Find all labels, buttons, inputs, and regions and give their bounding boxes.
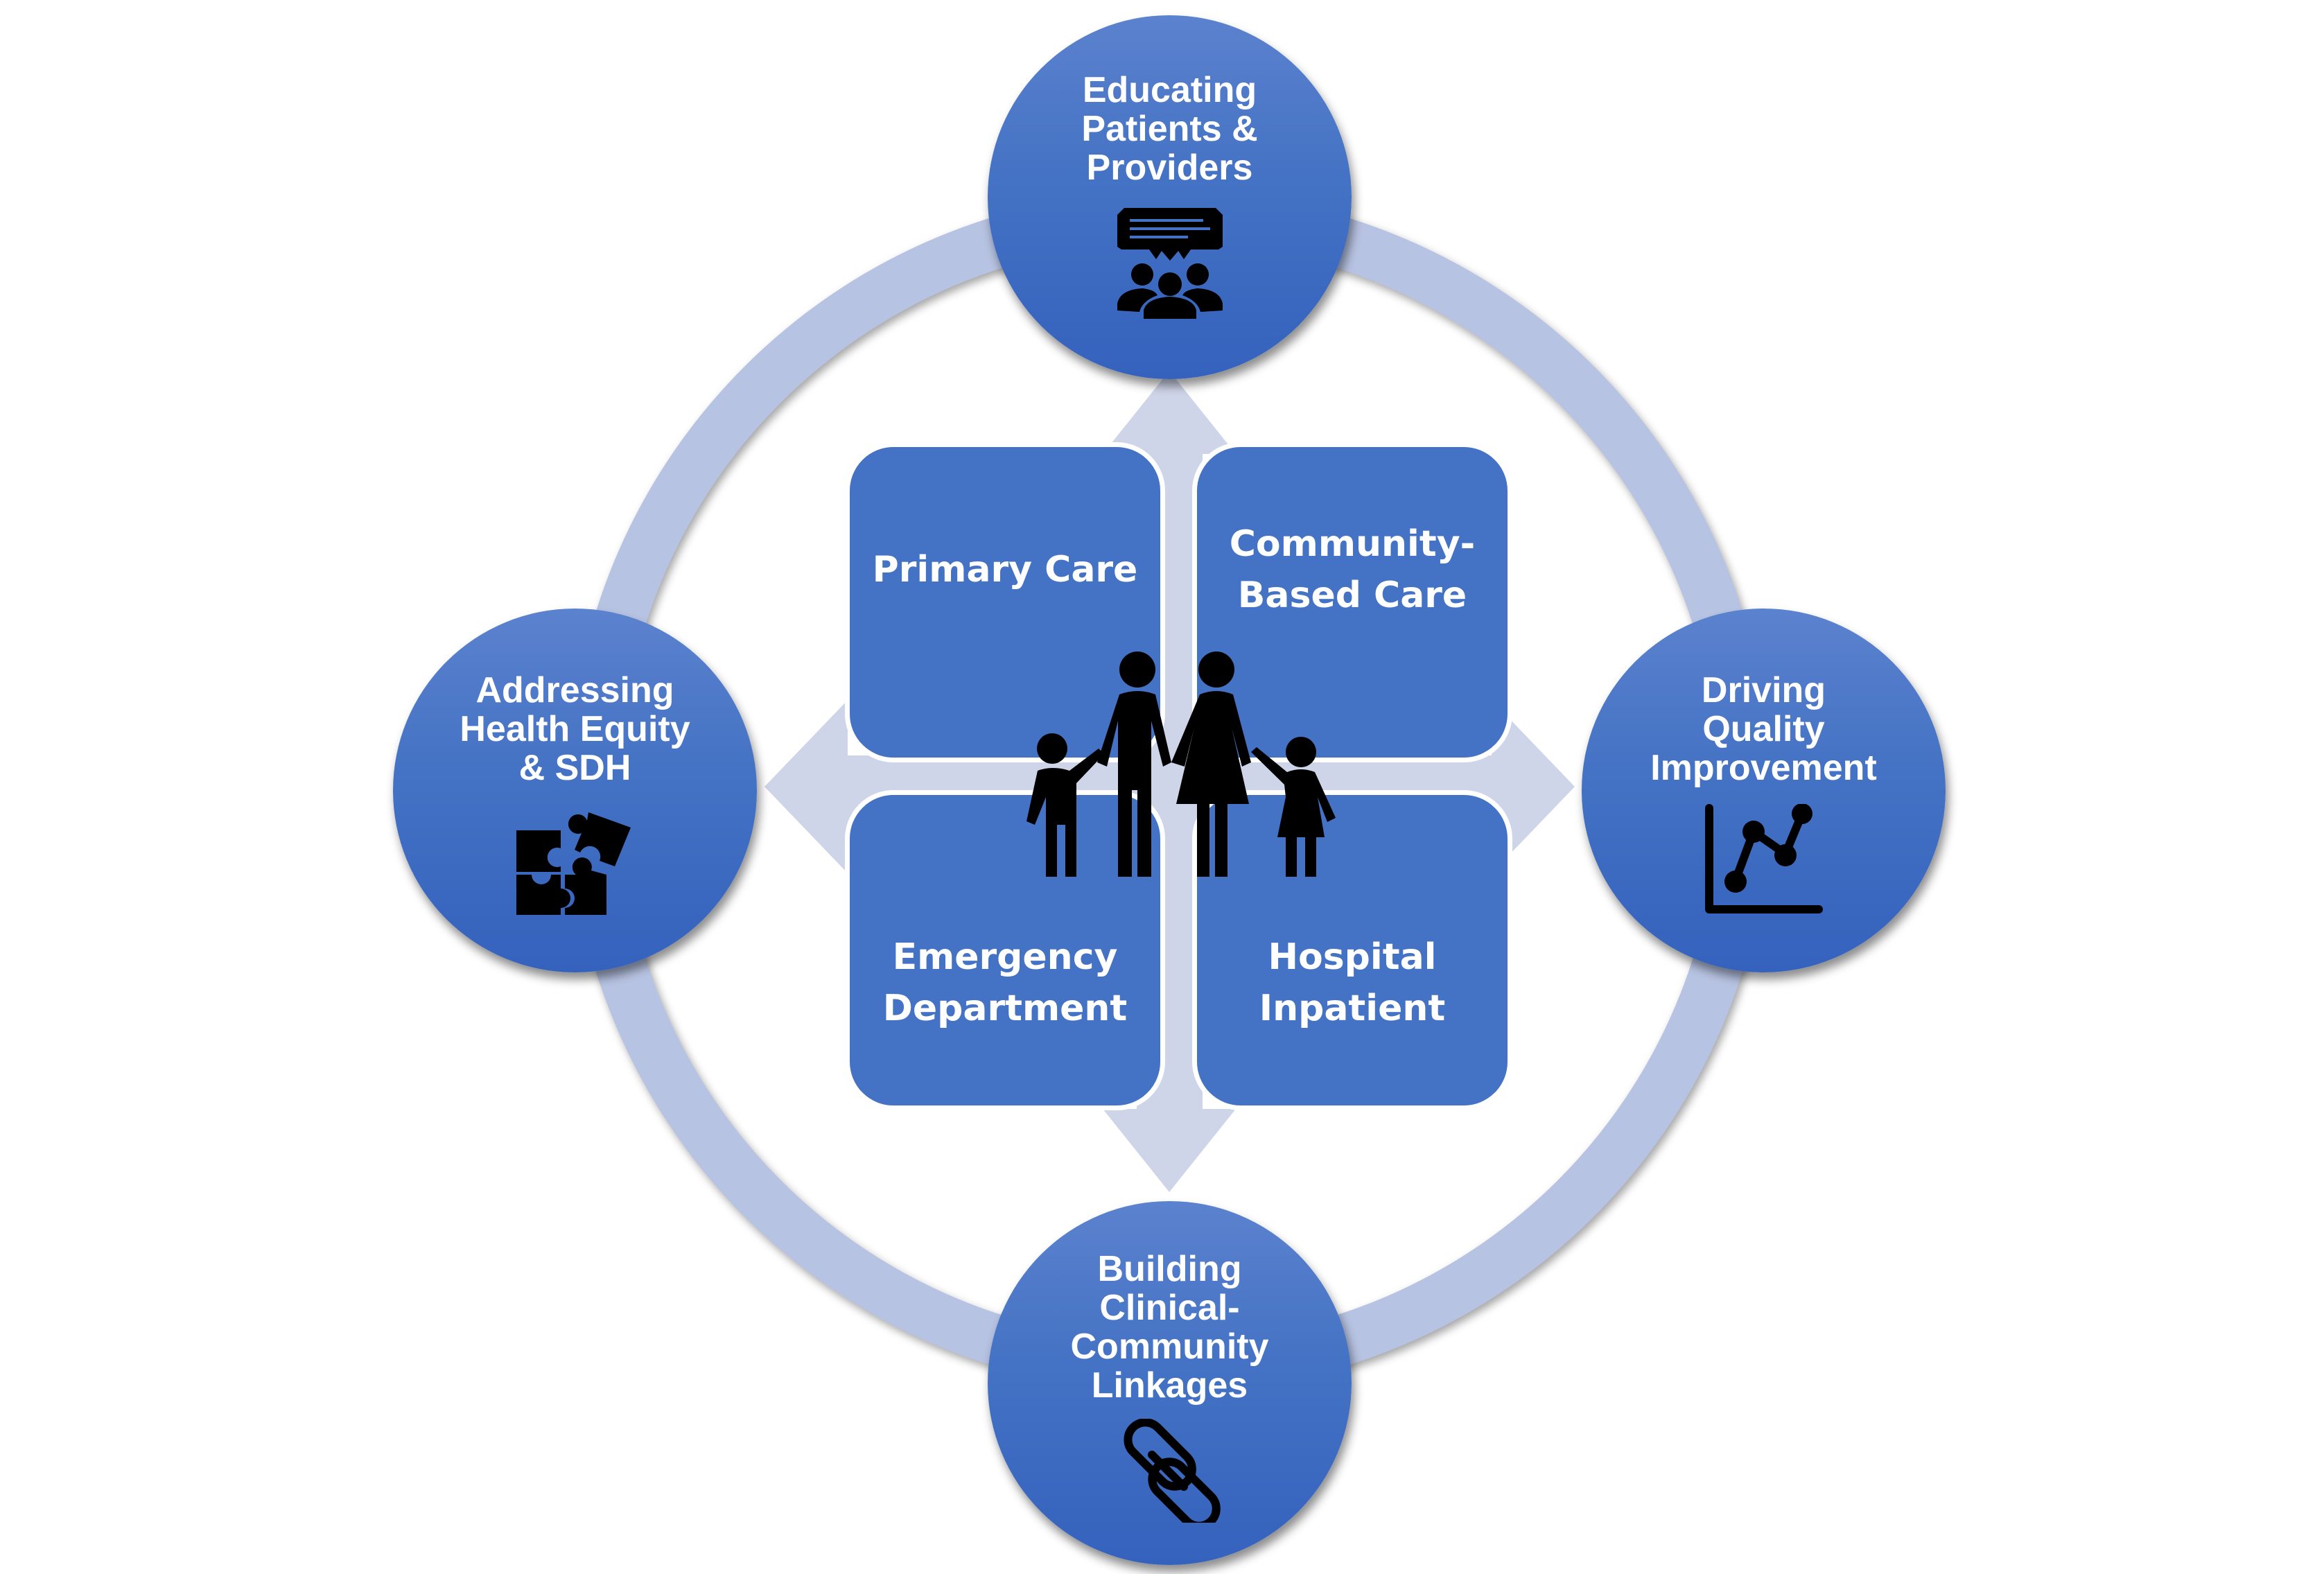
- family-icon: [1026, 652, 1336, 877]
- node-driving-quality-improvement: Driving Quality Improvement: [1582, 609, 1946, 972]
- node-label: Building Clinical- Community Linkages: [1070, 1249, 1269, 1406]
- quadrant-label: Emergency Department: [882, 936, 1128, 1029]
- node-label: Driving Quality Improvement: [1650, 670, 1877, 788]
- node-educating-patients-providers: Educating Patients & Providers: [988, 15, 1352, 379]
- puzzle-icon: [516, 812, 631, 915]
- quadrant-community-based-care: Community- Based Care: [1192, 442, 1512, 762]
- quadrant-label: Primary Care: [872, 549, 1138, 591]
- node-label: Addressing Health Equity & SDH: [460, 670, 690, 788]
- node-addressing-health-equity-sdh: Addressing Health Equity & SDH: [393, 609, 757, 972]
- quadrant-emergency-department: Emergency Department: [845, 790, 1165, 1110]
- chain-link-icon: [1123, 1419, 1221, 1523]
- line-chart-icon: [1704, 804, 1823, 913]
- quadrant-hospital-inpatient: Hospital Inpatient: [1192, 790, 1512, 1110]
- quadrant-label: Community- Based Care: [1229, 523, 1476, 616]
- presentation-audience-icon: [1117, 208, 1223, 319]
- quadrant-primary-care: Primary Care: [845, 442, 1165, 762]
- node-building-clinical-community-linkages: Building Clinical- Community Linkages: [988, 1201, 1352, 1565]
- node-label: Educating Patients & Providers: [1081, 70, 1258, 188]
- quadrant-label: Hospital Inpatient: [1259, 936, 1446, 1029]
